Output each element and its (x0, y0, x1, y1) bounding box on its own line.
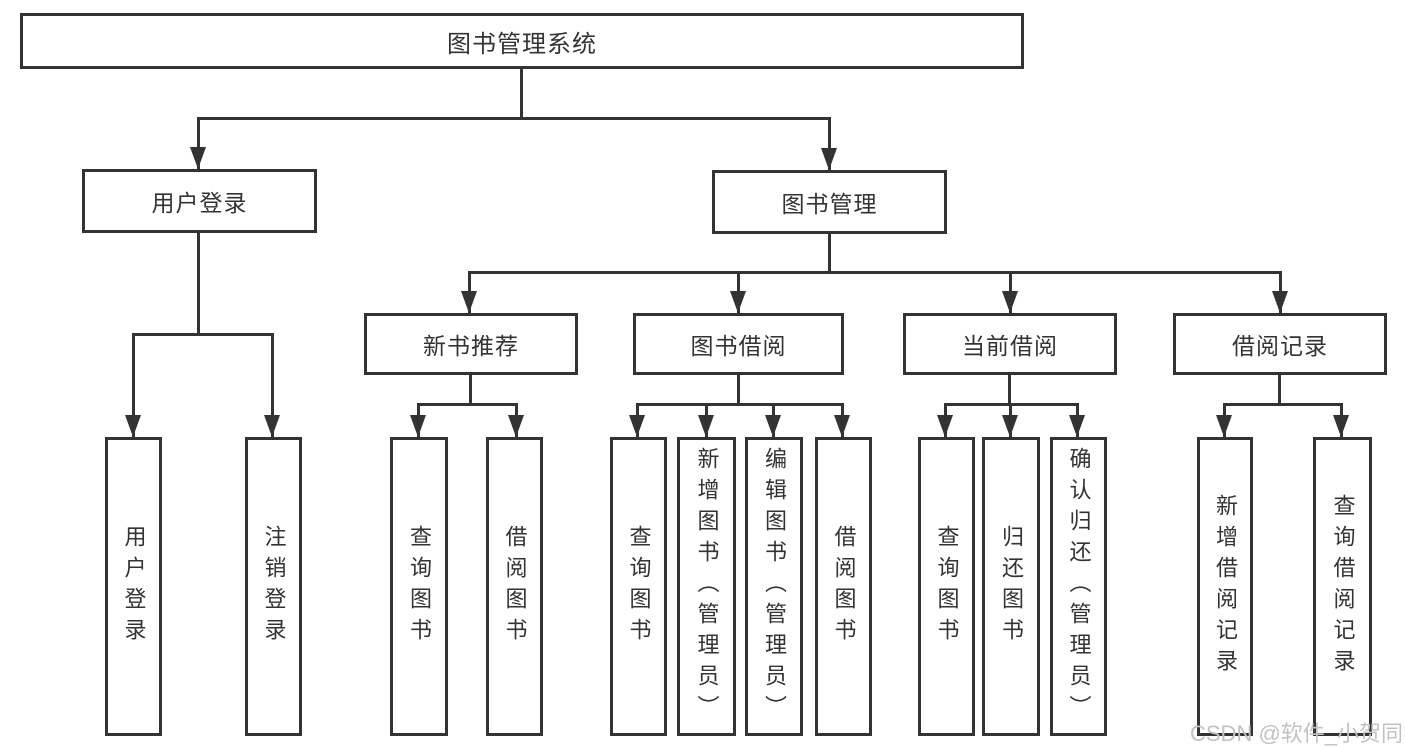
node-label: 图书管理系统 (447, 30, 597, 58)
leaf-query-books-borrowing: 查询图书 (610, 437, 667, 736)
arrow-down-icon (937, 415, 953, 437)
connector-vline (197, 233, 200, 335)
connector-hline (468, 271, 1282, 274)
connector-vline (1008, 375, 1011, 406)
connector-vline (1278, 375, 1281, 406)
node-current-borrowing: 当前借阅 (903, 313, 1117, 375)
connector-hline (132, 333, 274, 336)
arrow-down-icon (508, 415, 524, 437)
node-label: 借阅记录 (1232, 333, 1328, 359)
leaf-label: 注销登录 (261, 524, 287, 649)
node-user-login: 用户登录 (82, 169, 317, 233)
watermark: CSDN @软件_小贺同学 (1190, 721, 1405, 746)
node-library-system: 图书管理系统 (20, 13, 1024, 69)
leaf-label: 编辑图书（管理员） (762, 447, 787, 726)
leaf-edit-books-admin: 编辑图书（管理员） (745, 437, 803, 736)
connector-hline (636, 403, 844, 406)
leaf-label: 查询图书 (407, 524, 432, 649)
connector-vline (520, 69, 523, 119)
leaf-add-borrow-record: 新增借阅记录 (1197, 437, 1253, 736)
arrow-down-icon (1069, 415, 1085, 437)
connector-vline (469, 375, 472, 406)
leaf-label: 借阅图书 (502, 524, 528, 649)
arrow-down-icon (125, 415, 141, 437)
arrow-down-icon (410, 415, 426, 437)
leaf-label: 查询借阅记录 (1330, 493, 1356, 680)
leaf-label: 归还图书 (999, 524, 1024, 649)
node-new-book-recommendation: 新书推荐 (364, 313, 578, 375)
arrow-down-icon (834, 415, 850, 437)
node-borrowing-records: 借阅记录 (1173, 313, 1387, 375)
arrow-down-icon (730, 291, 746, 313)
leaf-query-books-recommend: 查询图书 (390, 437, 448, 736)
connector-stem (828, 117, 831, 170)
node-book-borrowing: 图书借阅 (633, 313, 844, 375)
leaf-user-login: 用户登录 (105, 437, 162, 736)
node-label: 新书推荐 (423, 333, 519, 359)
connector-stem (132, 333, 135, 437)
leaf-label: 确认归还（管理员） (1066, 447, 1092, 726)
node-label: 用户登录 (151, 190, 248, 216)
node-label: 图书管理 (781, 191, 878, 217)
leaf-query-books-current: 查询图书 (918, 437, 975, 736)
arrow-down-icon (765, 415, 781, 437)
connector-stem (271, 333, 274, 437)
leaf-borrow-books-recommend: 借阅图书 (486, 437, 543, 736)
leaf-confirm-return-admin: 确认归还（管理员） (1050, 437, 1107, 736)
arrow-down-icon (1272, 291, 1288, 313)
connector-hline (1223, 403, 1343, 406)
arrow-down-icon (264, 415, 280, 437)
connector-hline (417, 403, 518, 406)
arrow-down-icon (1002, 415, 1018, 437)
connector-vline (828, 234, 831, 274)
leaf-label: 查询图书 (626, 524, 652, 649)
leaf-label: 用户登录 (121, 524, 147, 649)
connector-vline (737, 375, 740, 406)
node-label: 图书借阅 (690, 333, 787, 359)
arrow-down-icon (461, 291, 477, 313)
leaf-query-borrow-record: 查询借阅记录 (1313, 437, 1372, 736)
arrow-down-icon (1216, 415, 1232, 437)
arrow-down-icon (190, 147, 206, 169)
connector-hline (197, 117, 831, 120)
leaf-label: 查询图书 (934, 524, 960, 649)
arrow-down-icon (821, 148, 837, 170)
leaf-logout-login: 注销登录 (245, 437, 302, 736)
leaf-borrow-books-borrowing: 借阅图书 (815, 437, 872, 736)
node-book-management: 图书管理 (712, 170, 947, 234)
arrow-down-icon (1333, 415, 1349, 437)
arrow-down-icon (698, 415, 714, 437)
node-label: 当前借阅 (962, 333, 1058, 359)
arrow-down-icon (629, 415, 645, 437)
connector-stem (197, 117, 200, 169)
leaf-add-books-admin: 新增图书（管理员） (677, 437, 736, 736)
leaf-label: 新增图书（管理员） (694, 447, 720, 726)
leaf-label: 借阅图书 (831, 524, 857, 649)
arrow-down-icon (1002, 291, 1018, 313)
leaf-return-books: 归还图书 (982, 437, 1040, 736)
leaf-label: 新增借阅记录 (1213, 493, 1238, 680)
